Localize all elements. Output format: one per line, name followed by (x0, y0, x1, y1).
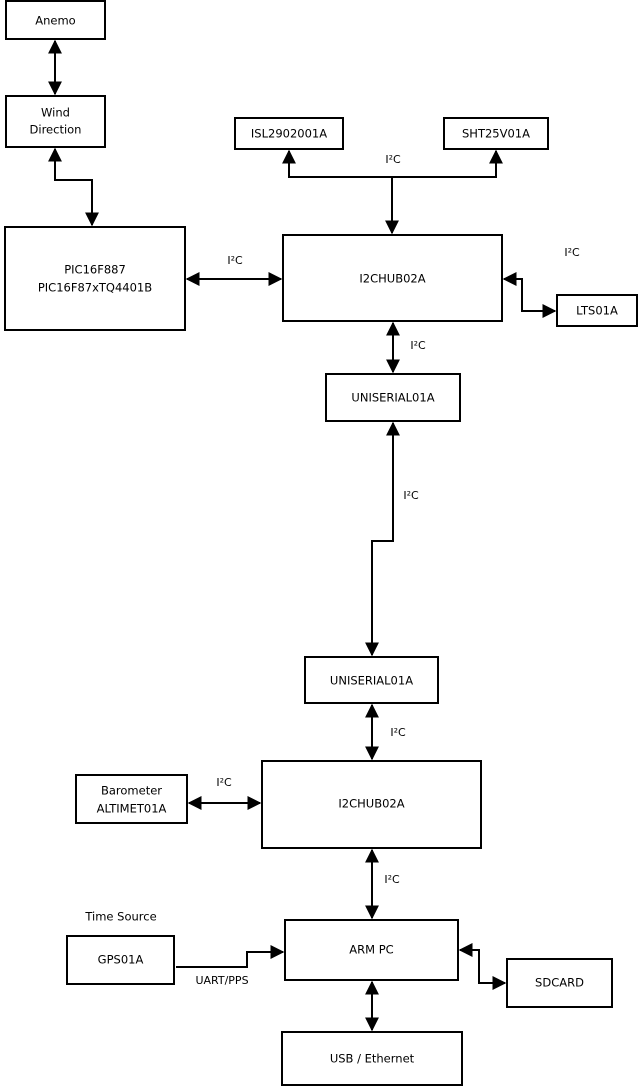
node-lts01a-label: LTS01A (576, 304, 618, 318)
edges (48, 39, 557, 1032)
edge-label-i2c-hub2-arm: I²C (384, 873, 400, 886)
edge-label-i2c-hub-uniserial: I²C (410, 339, 426, 352)
node-barometer-label-line1: Barometer (101, 784, 162, 798)
edge-hubtop-lts (502, 272, 557, 318)
node-wind-direction-label-line1: Wind (41, 106, 70, 120)
edge-label-i2c-hub-lts: I²C (564, 246, 580, 259)
edge-label-i2c-pic-hub: I²C (227, 254, 243, 267)
edge-label-i2c-barometer-hub2: I²C (216, 776, 232, 789)
node-usb-ethernet-label: USB / Ethernet (330, 1052, 415, 1066)
edge-label-i2c-uniserial-hub2: I²C (390, 726, 406, 739)
free-labels: Time Source (84, 910, 156, 924)
node-wind-direction[interactable]: Wind Direction (5, 95, 106, 148)
node-uniserial01a-bottom[interactable]: UNISERIAL01A (304, 656, 439, 704)
node-sdcard[interactable]: SDCARD (506, 958, 613, 1008)
node-arm-pc-label: ARM PC (349, 943, 393, 957)
node-sdcard-label: SDCARD (535, 976, 584, 990)
edge-winddirection-pic (48, 147, 99, 227)
node-uniserial01a-top-label: UNISERIAL01A (351, 391, 434, 405)
label-time-source: Time Source (84, 910, 156, 924)
node-uniserial01a-bottom-label: UNISERIAL01A (330, 674, 413, 688)
node-sht25v01a[interactable]: SHT25V01A (443, 117, 549, 150)
node-gps01a[interactable]: GPS01A (66, 935, 175, 985)
edge-label-i2c-sensors-hub: I²C (385, 153, 401, 166)
edge-hubtop-sht (392, 149, 503, 178)
edge-label-uart-pps: UART/PPS (195, 974, 248, 987)
node-barometer-label-line2: ALTIMET01A (97, 802, 167, 816)
node-pic-mcu[interactable]: PIC16F887 PIC16F87xTQ4401B (4, 226, 186, 331)
edge-armpc-sdcard (458, 943, 507, 990)
node-lts01a[interactable]: LTS01A (556, 294, 638, 327)
node-i2chub02a-bottom-label: I2CHUB02A (338, 797, 404, 811)
node-usb-ethernet[interactable]: USB / Ethernet (281, 1031, 463, 1086)
node-pic-mcu-label-line1: PIC16F887 (64, 263, 126, 277)
edge-uniserialtop-uniserialbot (365, 421, 400, 657)
node-i2chub02a-top[interactable]: I2CHUB02A (282, 234, 503, 322)
node-isl2902001a[interactable]: ISL2902001A (234, 117, 344, 150)
node-barometer[interactable]: Barometer ALTIMET01A (75, 774, 188, 824)
node-i2chub02a-bottom[interactable]: I2CHUB02A (261, 760, 482, 849)
node-anemo-label: Anemo (35, 14, 75, 28)
edge-label-i2c-uniserial-link: I²C (403, 489, 419, 502)
node-uniserial01a-top[interactable]: UNISERIAL01A (325, 373, 461, 422)
node-i2chub02a-top-label: I2CHUB02A (359, 272, 425, 286)
node-isl2902001a-label: ISL2902001A (251, 127, 327, 141)
node-gps01a-label: GPS01A (98, 953, 144, 967)
node-arm-pc[interactable]: ARM PC (284, 919, 459, 981)
nodes: Anemo Wind Direction PIC16F887 PIC16F87x… (4, 0, 638, 1086)
node-anemo[interactable]: Anemo (5, 0, 106, 40)
node-pic-mcu-label-line2: PIC16F87xTQ4401B (38, 281, 152, 295)
node-wind-direction-label-line2: Direction (30, 123, 82, 137)
edge-labels: I²C I²C I²C I²C I²C I²C I²C I²C UART/PPS (195, 153, 580, 987)
node-sht25v01a-label: SHT25V01A (462, 127, 530, 141)
edge-gps-armpc (176, 945, 285, 968)
